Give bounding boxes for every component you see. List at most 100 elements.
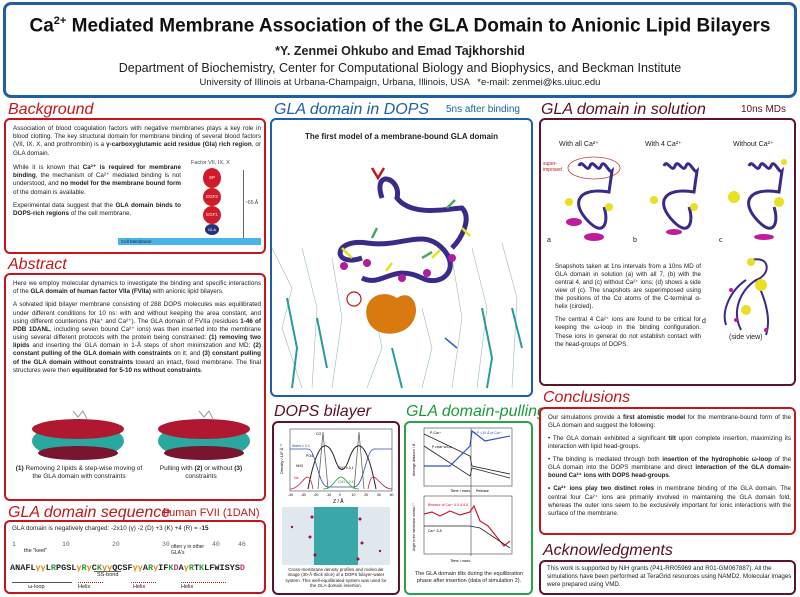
legend-bisector: Bisector of Ca²⁺ 4-5 & 6-8 (428, 503, 468, 507)
bold-text: (1) removing two lipids (13, 334, 261, 350)
dops-title: GLA domain in DOPS (274, 101, 430, 118)
text-segment: and inserting the GLA domain in 1-Å step… (29, 342, 254, 350)
bold-text: first atomistic model (623, 414, 686, 421)
text-segment: Association of blood coagulation factors… (13, 125, 261, 149)
ch2-curve (307, 445, 377, 490)
x-tick-label: -20 (313, 493, 318, 497)
label-co: CO (316, 432, 322, 436)
pulling-ylabel-1: Average distance / Å (411, 443, 416, 476)
text-segment: of the domain is available. (13, 188, 86, 196)
acknowledgments-panel: This work is supported by NIH grants (P4… (539, 560, 796, 595)
residue: Q (112, 563, 118, 573)
helix-3-label: Helix (181, 584, 194, 590)
text-segment: . (200, 366, 203, 374)
residue: Y (229, 563, 235, 573)
text-segment: in membrane binding of the GLA domain. T… (548, 485, 791, 517)
egf2-domain: EGF2 (203, 188, 221, 206)
residue: L (30, 563, 36, 573)
solution-subtitle: 10ns MDs (741, 104, 787, 115)
conclusions-p2: • The GLA domain exhibited a significant… (548, 435, 791, 451)
text-segment: While it is known that (13, 164, 83, 171)
residue: γ (137, 563, 143, 573)
abstract-panel: Here we employ molecular dynamics to inv… (4, 273, 266, 501)
text-segment: • The GLA domain exhibited a significant (548, 435, 669, 443)
x-tick-label: 0 (339, 493, 341, 497)
abstract-p1: Here we employ molecular dynamics to inv… (13, 280, 261, 296)
residue: W (214, 563, 220, 573)
omega-loop-line (12, 582, 72, 583)
sequence-title: GLA domain sequence (8, 504, 171, 521)
background-panel: Association of blood coagulation factors… (4, 118, 266, 254)
x-tick-label: -10 (326, 493, 331, 497)
pulling-plots: P-Ca²⁺ P-near w/Ca # P <10 Å of Ca²⁺ Tim… (411, 427, 513, 563)
p-count-curve (424, 429, 511, 467)
text-segment: , the mechanism of Ca²⁺ mediated binding… (13, 172, 181, 188)
x-tick-label: -30 (301, 493, 306, 497)
sequence-positions: 1 10 20 30 40 46 (12, 541, 246, 548)
bold-text: • Ca²⁺ ions play two distinct roles (548, 485, 655, 493)
residue: G (61, 563, 67, 573)
residue: R (147, 563, 154, 573)
water-curve (290, 448, 392, 488)
background-title: Background (8, 101, 94, 118)
residue: N (15, 563, 21, 573)
membrane-bound-model-image (272, 167, 523, 389)
letter-b: b (633, 237, 637, 244)
text-segment: A solvated lipid bilayer membrane consis… (13, 301, 261, 325)
solution-panel: With all Ca²⁺ With 4 Ca²⁺ Without Ca²⁺ s… (539, 118, 796, 386)
bold-text: 1-46 of PDB 1DANL (13, 317, 262, 333)
sp-domain: SP (203, 168, 221, 188)
residue: L (71, 563, 77, 573)
text-segment: for the membrane-bound form of the GLA d… (548, 414, 791, 430)
pulling-panel: P-Ca²⁺ P-near w/Ca # P <10 Å of Ca²⁺ Tim… (404, 421, 533, 595)
conclusions-p3: • The binding is mediated through both i… (548, 456, 791, 480)
x-tick-label: 10 (352, 493, 356, 497)
helix-2-label: Helix (133, 584, 146, 590)
dops-heading: The first model of a membrane-bound GLA … (304, 132, 499, 141)
x-tick-label: 30 (377, 493, 381, 497)
text-segment: of the cell membrane. (68, 209, 132, 217)
egf1-domain: EGF1 (203, 206, 221, 224)
density-profile-plot: Density / 10² Å⁻³ Z / Å CO Water x 0.1 P… (279, 428, 394, 505)
text-segment: • The binding is mediated through both (548, 456, 663, 464)
superimposed-label: super-imposed (543, 161, 562, 173)
residue: S (122, 563, 128, 573)
bilayer-slice-image (282, 507, 390, 565)
pulling-title: GLA domain-pulling (406, 403, 546, 420)
sequence-panel: GLA domain is negatively charged: -2x10 … (4, 520, 266, 594)
gla-domain: GLA (205, 224, 219, 235)
helix-1-label: Helix (78, 584, 91, 590)
text-segment: of the GLA domain into the DOPS membrane… (548, 456, 792, 472)
p-near-curve (423, 445, 511, 479)
bold-text: interaction of the GLA domain-bound Ca²⁺… (548, 464, 791, 480)
label-po4: PO4 (306, 454, 313, 458)
legend-p-near: P-near w/Ca (432, 445, 452, 449)
bold-text: (2) constant pulling of the GLA domain w… (13, 342, 261, 358)
text-segment: or without (202, 465, 235, 472)
x-tick-label: -40 (288, 493, 293, 497)
length-bar (243, 170, 244, 238)
text-segment: Experimental data suggest that the (13, 201, 116, 209)
poster-header: Ca2+ Mediated Membrane Association of th… (3, 2, 797, 98)
often-gamma-label: often γ in other GLA's (171, 544, 205, 556)
pulling-ylabel-2: Angle to the membrane normal / ° (412, 503, 416, 551)
acknowledgments-title: Acknowledgments (543, 542, 673, 559)
cell-membrane: Cell Membrane (118, 238, 261, 245)
helix-1-mark (78, 582, 103, 583)
residue: γ (101, 563, 108, 573)
bold-text: Ca²⁺ is required for membrane binding (13, 164, 181, 180)
background-p3: Experimental data suggest that the GLA d… (13, 202, 181, 218)
letter-d: d (702, 318, 706, 325)
text-segment: Removing 2 lipids & step-wise moving of … (23, 465, 143, 481)
bold-text: -15 (199, 525, 209, 532)
abstract-title: Abstract (8, 256, 67, 273)
conclusions-p1: Our simulations provide a first atomisti… (548, 414, 791, 430)
residue: R (50, 563, 56, 573)
co-curve (317, 431, 365, 490)
residue: D (173, 563, 179, 573)
text-segment: , or GLA domain. (13, 141, 261, 157)
department: Department of Biochemistry, Center for C… (118, 61, 682, 76)
keel-label: the "keel" (24, 548, 48, 554)
bilayer-ylabel: Density / 10² Å⁻³ (279, 444, 284, 474)
residue: γ (76, 563, 82, 573)
